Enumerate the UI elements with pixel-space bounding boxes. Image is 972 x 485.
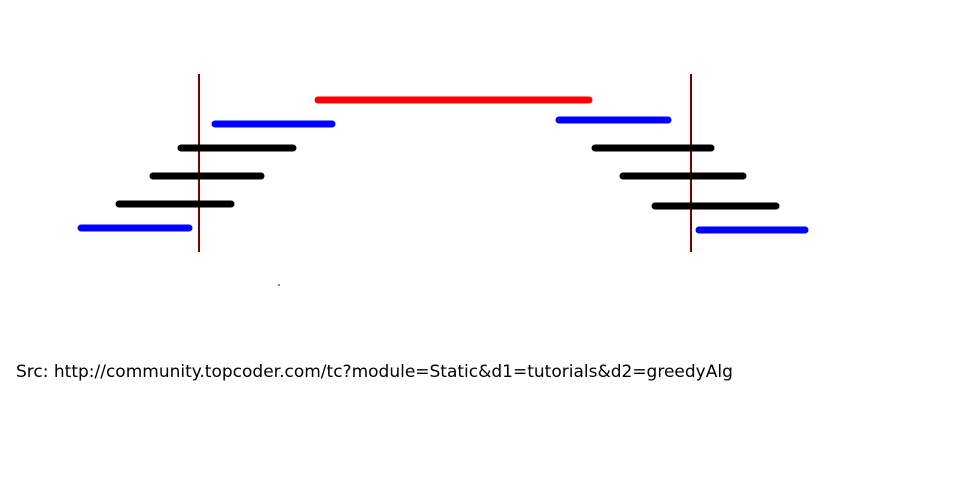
stray-dot	[278, 284, 280, 286]
source-caption: Src: http://community.topcoder.com/tc?mo…	[16, 362, 733, 382]
